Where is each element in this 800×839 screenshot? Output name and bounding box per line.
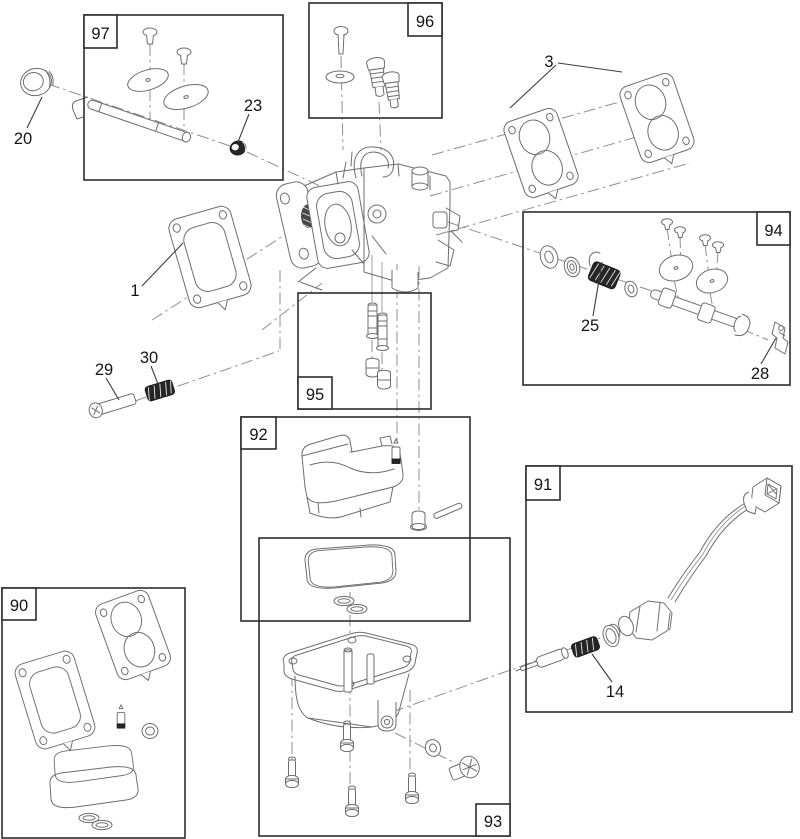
- callout-box-91: 91: [525, 465, 793, 713]
- choke-group: [539, 218, 789, 355]
- svg-text:30: 30: [140, 349, 158, 367]
- part-label-1: 1: [130, 242, 184, 300]
- part-label-3: 3: [509, 53, 623, 109]
- spring-part-30: [144, 379, 175, 402]
- callout-label-92: 92: [249, 426, 267, 444]
- svg-text:1: 1: [130, 282, 139, 300]
- carburetor-body: [275, 146, 463, 293]
- callout-box-95: 95: [297, 292, 432, 410]
- callout-box-90: 90: [1, 587, 186, 839]
- solenoid-plunger: [515, 647, 569, 672]
- choke-lever-part-28: [771, 321, 789, 355]
- callout-box-96: 96: [308, 2, 443, 119]
- callout-label-91: 91: [534, 476, 552, 494]
- callout-label-95: 95: [306, 386, 324, 404]
- svg-text:23: 23: [244, 97, 262, 115]
- part-labels: 20 23 3 1 25 28 29 30: [14, 53, 777, 701]
- manifold-gaskets-part-3: [501, 70, 700, 209]
- callout-label-97: 97: [91, 25, 109, 43]
- part-label-23: 23: [237, 97, 262, 143]
- callout-box-92: 92: [240, 416, 471, 622]
- throttle-shaft-group: [71, 27, 247, 156]
- spring-part-14: [570, 636, 600, 658]
- spring-part-25: [587, 261, 621, 290]
- gasket-kit-group: [12, 587, 177, 831]
- svg-text:20: 20: [14, 130, 32, 148]
- fuel-solenoid-group: [515, 477, 782, 672]
- part-label-30: 30: [140, 349, 159, 385]
- part-label-28: 28: [751, 337, 777, 383]
- callout-label-94: 94: [764, 222, 782, 240]
- bushing-part-23: [229, 140, 247, 156]
- svg-text:3: 3: [544, 53, 553, 71]
- callout-box-94: 94: [522, 211, 791, 386]
- jets-group: [365, 302, 391, 390]
- callout-label-90: 90: [10, 597, 28, 615]
- svg-text:25: 25: [581, 317, 599, 335]
- part-label-20: 20: [14, 96, 43, 148]
- seal-ring-part-20: [20, 67, 54, 97]
- svg-text:14: 14: [606, 683, 624, 701]
- connector: [743, 477, 782, 515]
- part-label-25: 25: [581, 261, 603, 335]
- float-group: [301, 434, 463, 615]
- callout-box-97: 97: [83, 14, 284, 181]
- drain-bolt: [448, 755, 480, 781]
- flange-gasket-part-1: [166, 203, 257, 320]
- part-label-29: 29: [95, 361, 120, 401]
- callout-box-93: 93: [258, 537, 511, 837]
- svg-text:28: 28: [751, 365, 769, 383]
- solenoid-o-ring: [602, 624, 620, 648]
- callout-label-93: 93: [484, 813, 502, 831]
- part-label-14: 14: [591, 653, 624, 701]
- float-bowl-group: [282, 631, 480, 818]
- parts-artwork: [12, 26, 789, 831]
- callout-label-96: 96: [416, 13, 434, 31]
- pilot-screw-part-29: [88, 393, 137, 419]
- idle-screws-group: [325, 26, 400, 109]
- svg-text:29: 29: [95, 361, 113, 379]
- float-needle: [391, 438, 401, 464]
